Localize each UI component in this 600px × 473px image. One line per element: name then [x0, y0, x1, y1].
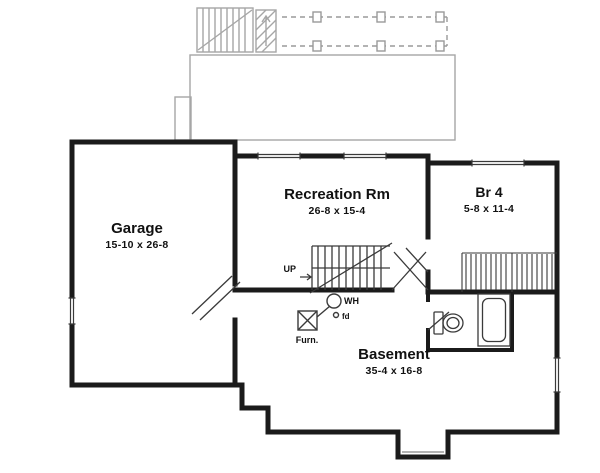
labels: Garage 15-10 x 26-8 Recreation Rm 26-8 x… — [105, 184, 514, 377]
basement-dims-label: 35-4 x 16-8 — [365, 365, 422, 377]
deck-post-icon — [435, 11, 445, 23]
floor-drain-label: fd — [342, 312, 350, 321]
hall-double-door-swing — [391, 251, 429, 291]
garage-name-label: Garage — [111, 220, 163, 237]
toilet-icon — [433, 311, 464, 335]
recreation-name-label: Recreation Rm — [284, 186, 390, 203]
interior-walls — [232, 153, 560, 388]
flue-line — [316, 305, 331, 318]
windows — [68, 152, 561, 393]
garage-dims-label: 15-10 x 26-8 — [105, 239, 168, 251]
window-garage-wall — [68, 297, 76, 325]
upper-stairs — [196, 7, 254, 53]
deck-post-icon — [435, 40, 445, 52]
deck-post-icon — [376, 11, 386, 23]
stairs-up-label: UP — [283, 264, 296, 274]
stairs-treads — [317, 246, 382, 290]
br4-name-label: Br 4 — [475, 184, 502, 200]
window-br4 — [471, 159, 525, 167]
tub-icon — [477, 293, 511, 347]
exterior-walls — [69, 139, 560, 460]
bath-door-swing — [427, 311, 450, 331]
stairs — [300, 242, 393, 294]
upper-floor-outline — [174, 7, 456, 453]
furnace-icon — [297, 310, 318, 331]
outer-wall-path — [69, 139, 560, 460]
up-arrow-icon — [261, 14, 271, 46]
window-rec-left — [257, 152, 301, 160]
furnace-label: Furn. — [296, 335, 319, 345]
upper-hatched-strip — [255, 9, 277, 53]
recreation-dims-label: 26-8 x 15-4 — [308, 205, 365, 217]
upper-floor-footprint — [189, 54, 456, 141]
window-rec-right — [343, 152, 387, 160]
door-swings — [191, 247, 450, 331]
deck-post-icon — [312, 11, 322, 23]
closet-a-hatch — [465, 254, 507, 290]
window-right-wall — [553, 357, 561, 393]
deck-edge — [282, 11, 448, 52]
closet-b-hatch — [516, 254, 553, 290]
water-heater-label: WH — [344, 296, 359, 306]
br4-door-swing — [405, 247, 429, 273]
deck-post-icon — [376, 40, 386, 52]
garage-door-swing — [191, 275, 241, 321]
up-direction-arrow-icon — [300, 273, 313, 281]
bathroom-fixtures — [433, 293, 511, 347]
upper-floor-notch — [174, 96, 192, 141]
deck-post-icon — [312, 40, 322, 52]
floor-drain-icon — [332, 311, 340, 319]
stairs-break-line — [309, 242, 393, 294]
basement-name-label: Basement — [358, 346, 430, 363]
br4-dims-label: 5-8 x 11-4 — [464, 203, 514, 215]
closet-shelving — [461, 252, 557, 292]
water-heater-icon — [326, 293, 342, 309]
closet-walls — [461, 252, 557, 292]
mechanical-symbols — [297, 293, 342, 331]
